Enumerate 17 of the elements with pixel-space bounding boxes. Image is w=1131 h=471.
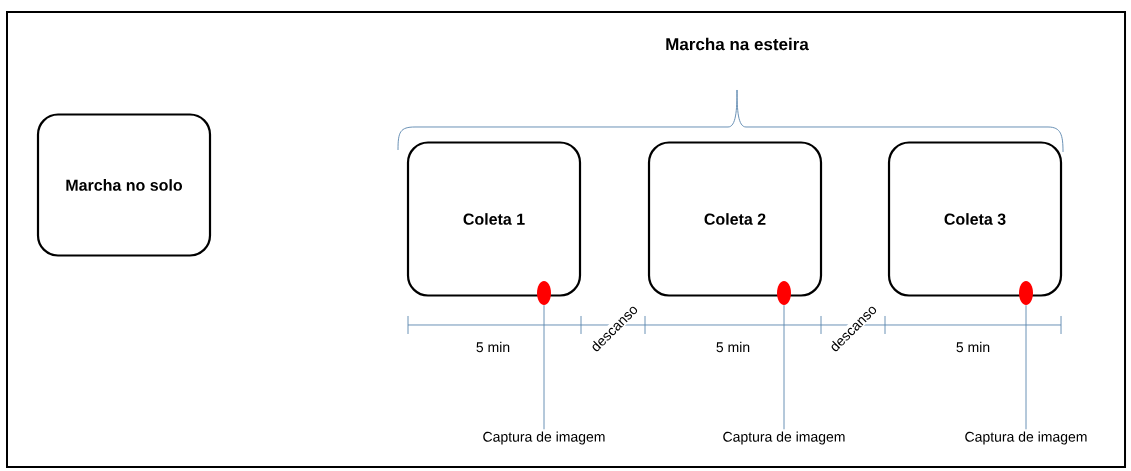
marker-dot [777,281,791,305]
rounded-box: Coleta 1 [406,141,582,297]
marker-dot [537,281,551,305]
rounded-box: Coleta 3 [887,141,1063,297]
duration-label: 5 min [714,340,752,354]
caption-text: Captura de imagem [723,431,845,445]
marker-dot [1019,281,1033,305]
caption-text: Captura de imagem [483,431,605,445]
rounded-box: Marcha no solo [36,113,212,257]
leader-line [783,304,785,430]
caption-text: Captura de imagem [965,431,1087,445]
rounded-box: Coleta 2 [647,141,823,297]
duration-label: 5 min [954,340,992,354]
duration-label: 5 min [474,340,512,354]
leader-line [543,304,545,430]
heading: Marcha na esteira [666,37,809,51]
leader-line [1025,304,1027,430]
